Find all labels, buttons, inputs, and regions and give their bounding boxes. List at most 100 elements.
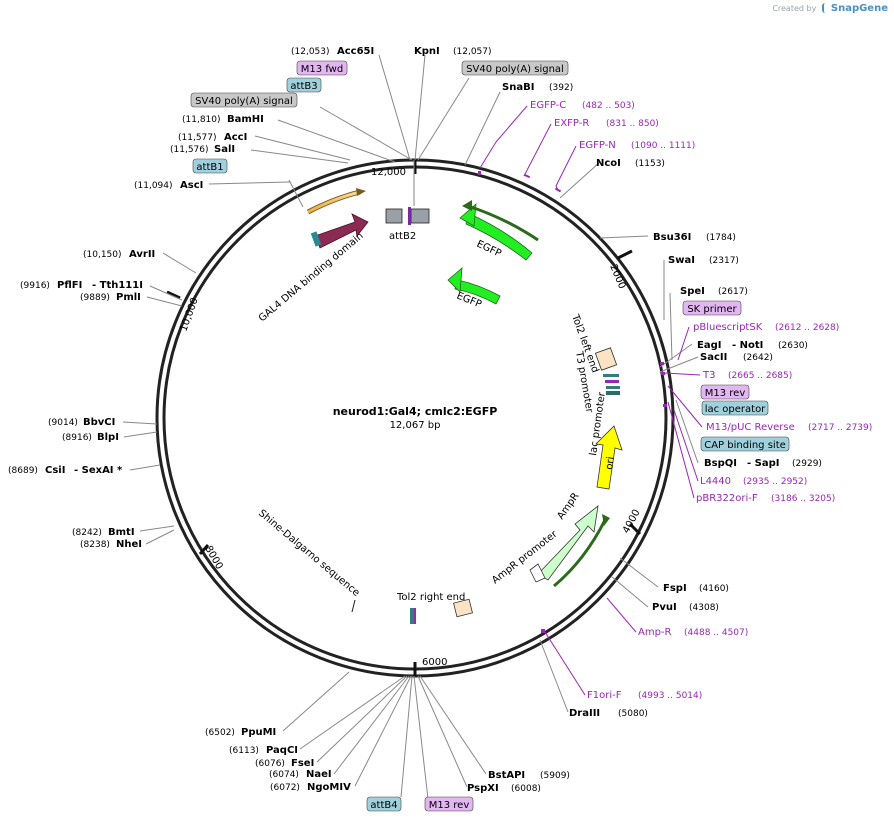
primer-name: F1ori-F xyxy=(587,690,622,701)
plasmid-name: neurod1:Gal4; cmlc2:EGFP xyxy=(333,405,498,418)
ring-ticks xyxy=(166,160,642,676)
signal-box-sv40-top: SV40 poly(A) signal xyxy=(461,60,569,76)
feature-arrowhead xyxy=(356,188,366,196)
feature-ampr-arrow xyxy=(537,505,599,581)
enzyme-position: (6008) xyxy=(511,784,541,794)
feature-egfp-lower xyxy=(454,279,501,305)
feature-egfp-lower-head xyxy=(447,267,463,293)
primer-connectors xyxy=(479,105,703,696)
feature-ori-arrow xyxy=(595,425,623,490)
feature-ampr-arc xyxy=(553,519,607,588)
enzyme-name: SalI xyxy=(214,144,235,155)
enzyme-name: NaeI xyxy=(306,769,332,780)
enzyme-name: AscI xyxy=(180,180,203,191)
enzyme-position: (9889) xyxy=(80,293,110,303)
enzyme-name: - NotI xyxy=(732,340,763,351)
enzyme-position: (2642) xyxy=(743,353,773,363)
enzyme-name: CsiI xyxy=(45,465,65,476)
credit-brand: SnapGene xyxy=(830,3,888,14)
enzyme-position: (4160) xyxy=(699,584,729,594)
enzyme-position: (2617) xyxy=(718,287,748,297)
box-label: attB3 xyxy=(290,81,317,92)
enzyme-name: Acc65I xyxy=(337,46,374,57)
box-label: lac operator xyxy=(705,404,766,415)
enzyme-name: - SexAI * xyxy=(74,465,123,476)
att-box-attb4: attB4 xyxy=(366,796,402,812)
enzyme-position: (8238) xyxy=(80,540,110,550)
box-label: M13 rev xyxy=(429,800,470,811)
enzyme-position: (11,094) xyxy=(134,181,173,191)
enzyme-name: AvrII xyxy=(129,249,155,260)
snapgene-logo-icon xyxy=(821,3,830,13)
primer-box-m13-rev-right: M13 rev xyxy=(700,384,750,400)
enzyme-position: (2929) xyxy=(792,459,822,469)
primer-box-sk-primer: SK primer xyxy=(682,300,742,316)
feature-attb2-marker xyxy=(408,207,411,225)
enzyme-name: BamHI xyxy=(227,114,264,125)
enzyme-position: (11,576) xyxy=(170,145,209,155)
enzyme-position: (10,150) xyxy=(83,250,122,260)
credit-prefix: Created by xyxy=(772,4,817,13)
enzyme-name: - Tth111I xyxy=(92,280,143,291)
ring-markers xyxy=(478,171,667,633)
enzyme-name: BbvCI xyxy=(83,417,115,428)
primer-name: EXFP-R xyxy=(554,118,589,129)
boxed-labels: M13 fwd attB3 SV40 poly(A) signal SV40 p… xyxy=(190,60,790,812)
feature-primer-mark xyxy=(605,380,619,383)
enzyme-name: PvuI xyxy=(652,602,677,613)
enzyme-position: (6076) xyxy=(255,759,285,769)
feature-gal4-arrow xyxy=(314,213,369,249)
enzyme-name: FseI xyxy=(291,758,314,769)
enzyme-name: PmlI xyxy=(116,292,141,303)
enzyme-labels: (12,053) Acc65I KpnI (12,057) SnaBI (392… xyxy=(8,46,822,794)
att-box-attb3: attB3 xyxy=(286,77,322,93)
enzyme-position: (6502) xyxy=(205,728,235,738)
box-label: M13 fwd xyxy=(301,64,343,75)
enzyme-name: EagI xyxy=(697,340,721,351)
plasmid-size: 12,067 bp xyxy=(390,420,441,431)
box-label: SV40 poly(A) signal xyxy=(466,64,564,75)
enzyme-position: (6113) xyxy=(229,746,259,756)
primer-position: (4993 .. 5014) xyxy=(638,691,702,701)
enzyme-name: NcoI xyxy=(596,158,621,169)
primer-position: (482 .. 503) xyxy=(582,101,635,111)
box-label: M13 rev xyxy=(705,388,746,399)
signal-box-sv40-left: SV40 poly(A) signal xyxy=(190,92,298,108)
feature-tol2-right xyxy=(453,598,473,618)
enzyme-name: AccI xyxy=(224,132,247,143)
primer-position: (2612 .. 2628) xyxy=(775,323,839,333)
tick-label: 12,000 xyxy=(371,167,406,178)
primer-name: M13/pUC Reverse xyxy=(706,422,795,433)
enzyme-position: (5909) xyxy=(540,771,570,781)
box-label: attB4 xyxy=(370,800,397,811)
feature-label-ampr: AmpR xyxy=(555,491,581,522)
feature-arrowhead xyxy=(462,200,472,211)
feature-egfp-arc xyxy=(467,204,539,242)
enzyme-position: (9916) xyxy=(20,281,50,291)
feature-sd-mark xyxy=(351,599,356,613)
att-box-attb1: attB1 xyxy=(192,158,228,174)
feature-m13-mark xyxy=(414,608,416,624)
primer-position: (4488 .. 4507) xyxy=(684,628,748,638)
primer-name: pBR322ori-F xyxy=(696,493,758,504)
feature-attb2-left xyxy=(385,208,403,224)
primer-name: EGFP-C xyxy=(530,100,566,111)
enzyme-position: (11,577) xyxy=(178,133,217,143)
feature-cap-mark xyxy=(606,391,620,395)
box-label: CAP binding site xyxy=(704,440,786,451)
feature-lac-mark xyxy=(606,386,620,389)
feature-attb2-right xyxy=(410,208,430,224)
primer-name: T3 xyxy=(702,370,715,381)
enzyme-position: (4308) xyxy=(689,603,719,613)
enzyme-position: (5080) xyxy=(618,709,648,719)
enzyme-position: (6074) xyxy=(269,770,299,780)
enzyme-name: BspQI xyxy=(704,458,737,469)
snapgene-credit: Created by SnapGene xyxy=(772,3,888,14)
feature-arc-gold-fill xyxy=(307,190,361,214)
enzyme-connectors xyxy=(122,54,699,800)
enzyme-name: KpnI xyxy=(414,46,440,57)
primer-name: Amp-R xyxy=(638,627,672,638)
enzyme-name: FspI xyxy=(663,583,687,594)
enzyme-position: (8242) xyxy=(72,528,102,538)
enzyme-position: (2317) xyxy=(709,256,739,266)
